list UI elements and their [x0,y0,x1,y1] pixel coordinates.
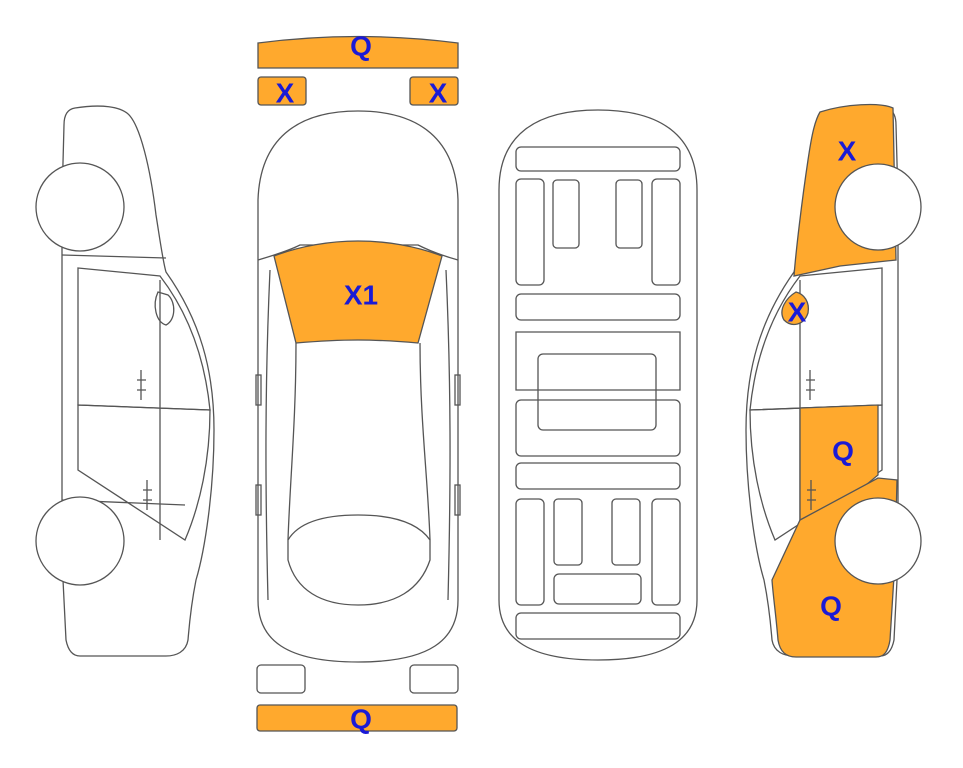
underbody-outline[interactable] [498,109,698,661]
right-front-fender-code-label: X [838,136,857,167]
underbody-center-panel [537,353,657,431]
underbody-front-crossmember [515,146,681,172]
front-bumper-top[interactable] [257,35,459,69]
left-side-view [35,105,215,657]
taillight-right-top[interactable] [409,664,459,694]
underbody-rear-left-rail [515,498,545,606]
top-left-edge-line [265,269,271,601]
top-left-rear-mirror [255,484,262,516]
left-belt-line-top [61,254,167,259]
rear-bumper-code-label: Q [350,704,372,735]
left-mirror[interactable] [154,291,175,326]
right-rear-quarter-code-label: Q [820,591,842,622]
right-rear-door[interactable] [799,404,879,542]
underbody-front-left-rail [515,178,545,286]
right-rear-wheel[interactable] [834,497,922,585]
top-right-mirror[interactable] [454,374,461,406]
underbody-view [498,109,698,661]
underbody-rear-right-rail [651,498,681,606]
left-rear-door-handle[interactable] [143,480,152,510]
rear-bumper-top[interactable] [256,704,458,732]
underbody-rear-box [553,573,642,605]
right-rear-door-code-label: Q [832,436,854,467]
front-bumper-code-label: Q [350,31,372,62]
top-body-outline[interactable] [257,110,459,663]
underbody-rear-crossmember [515,462,681,490]
left-rear-wheel[interactable] [35,496,125,586]
underbody-mid-crossmember [515,293,681,321]
right-window-lower [749,404,883,541]
top-a-pillar-right [419,342,431,541]
right-front-door-handle[interactable] [806,370,815,400]
headlight-right-top[interactable] [409,76,459,106]
right-rear-door-handle[interactable] [807,480,816,510]
underbody-front-right-rail [651,178,681,286]
right-front-wheel[interactable] [834,163,922,251]
left-front-wheel[interactable] [35,162,125,252]
right-side-view: X Q Q X [745,103,922,658]
underbody-floor-pan [515,399,681,457]
right-mirror[interactable] [781,291,810,326]
underbody-tunnel-frame [515,331,681,391]
headlight-left-top[interactable] [257,76,307,106]
top-view: Q X X X1 Q [255,31,461,735]
underbody-front-left-block [552,179,580,249]
top-a-pillar-left [287,342,297,541]
top-right-edge-line [445,269,451,601]
underbody-rear-left-block [553,498,583,566]
windshield[interactable] [273,240,443,344]
top-left-mirror[interactable] [255,374,262,406]
rear-window[interactable] [287,514,431,606]
taillight-left-top[interactable] [256,664,306,694]
headlight-left-code-label: X [276,78,295,109]
right-mirror-code-label: X [788,297,807,328]
left-window-lower [77,404,211,541]
headlight-right-code-label: X [429,78,448,109]
top-right-rear-mirror [454,484,461,516]
left-front-door-handle[interactable] [137,370,146,400]
underbody-rear-right-block [611,498,641,566]
windshield-code-label: X1 [344,280,378,311]
underbody-rear-panel [515,612,681,640]
underbody-front-right-block [615,179,643,249]
